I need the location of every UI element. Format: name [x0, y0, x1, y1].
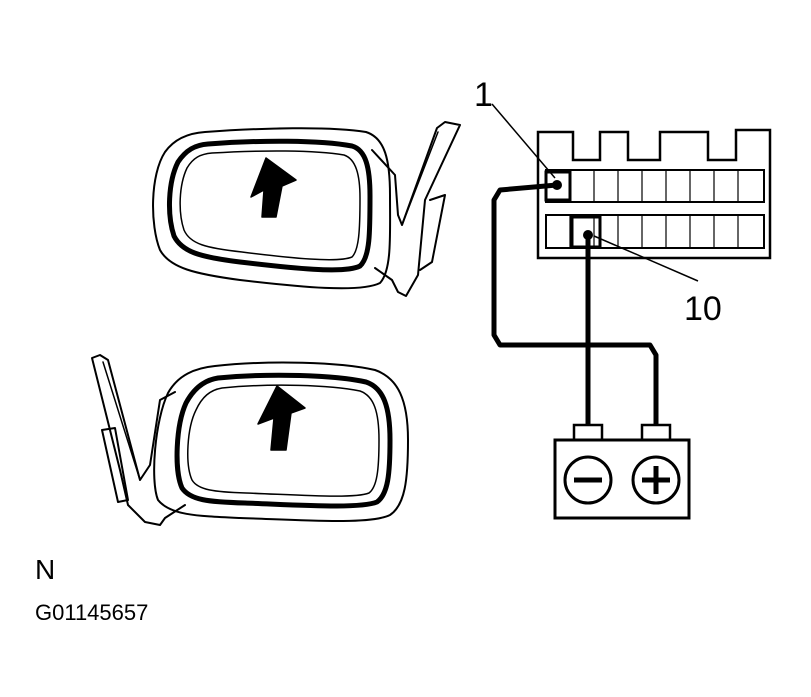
minus-terminal-icon: [563, 455, 613, 505]
view-letter: N: [35, 554, 55, 585]
lower-mirror: [91, 354, 409, 526]
wire-pin1-to-plus: [491, 182, 659, 425]
upper-mirror-housing: [152, 127, 392, 290]
upper-mirror-stalk: [371, 121, 461, 297]
pin-10-label: 10: [684, 290, 722, 328]
connector: [536, 128, 772, 260]
battery-case: [553, 438, 691, 520]
pin-1-leader: [491, 103, 556, 179]
battery-plus-post: [640, 423, 672, 442]
lower-mirror-glass: [174, 372, 393, 509]
battery: [553, 423, 691, 520]
pin-10-leader: [593, 235, 699, 282]
lower-mirror-stalk: [91, 354, 186, 526]
pin-1-label: 1: [474, 76, 493, 114]
connector-body: [536, 128, 772, 260]
upper-mirror: [152, 121, 461, 297]
figure-id: G01145657: [35, 600, 148, 625]
plus-terminal-icon: [631, 455, 681, 505]
lower-mirror-housing: [153, 361, 409, 523]
battery-minus-post: [572, 423, 604, 442]
upper-mirror-glass: [166, 138, 373, 273]
connector-lower-row: [545, 214, 765, 249]
up-arrow-icon: [257, 385, 306, 451]
up-arrow-icon: [250, 157, 297, 218]
